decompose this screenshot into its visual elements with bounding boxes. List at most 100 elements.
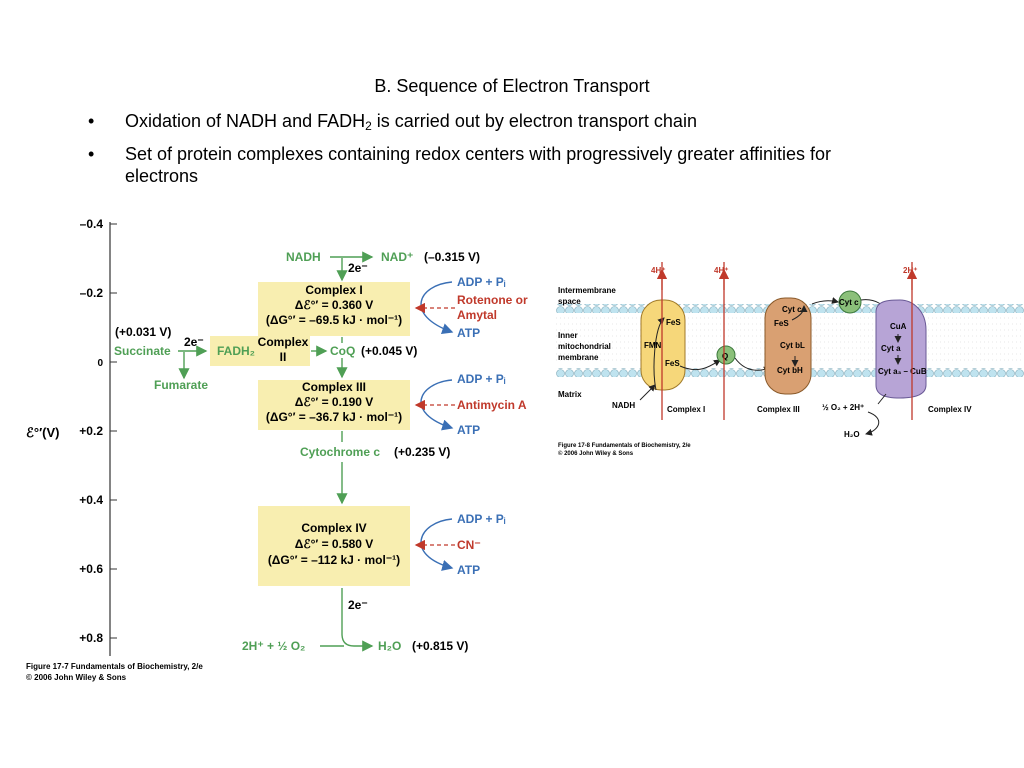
figure-copyright: © 2006 John Wiley & Sons (26, 673, 127, 682)
complex-2-line1: Complex (258, 335, 309, 349)
water-potential: (+0.815 V) (412, 639, 468, 653)
complex-1-box (258, 282, 410, 336)
axis-tick-label: +0.2 (79, 424, 103, 438)
figure-caption: Figure 17-8 Fundamentals of Biochemistry… (558, 443, 691, 449)
amytal-label: Amytal (457, 308, 497, 322)
cu-a-label: CuA (890, 322, 907, 331)
inner-membrane-label: mitochondrial (558, 342, 611, 351)
figure-caption: Figure 17-7 Fundamentals of Biochemistry… (26, 662, 203, 671)
complex-2-line2: II (280, 350, 287, 364)
proton-label: 4H⁺ (651, 266, 665, 275)
atp-label: ATP (457, 563, 480, 577)
fes-label: FeS (665, 359, 680, 368)
axis-tick-label: –0.4 (80, 217, 104, 231)
cyt-bl-label: Cyt bL (780, 341, 805, 350)
two-electron-label: 2e⁻ (348, 598, 368, 612)
q-label: Q (722, 352, 728, 361)
coq-label: CoQ (330, 344, 355, 358)
fes-label: FeS (666, 318, 681, 327)
cytochrome-c-label: Cytochrome c (300, 445, 380, 459)
nadh-label: NADH (286, 250, 321, 264)
antimycin-label: Antimycin A (457, 398, 527, 412)
ubiquinone-circle (716, 345, 736, 365)
nad-potential: (–0.315 V) (424, 250, 480, 264)
bullet-item: • Set of protein complexes containing re… (88, 143, 908, 187)
atp-arc-1 (420, 281, 454, 334)
succinate-label: Succinate (114, 344, 171, 358)
fadh2-label: FADH₂ (217, 344, 255, 358)
axis-tick-label: +0.4 (79, 493, 103, 507)
fmn-label: FMN (644, 341, 662, 350)
adp-pi-label: ADP + Pᵢ (457, 372, 506, 386)
axis-tick-label: +0.6 (79, 562, 103, 576)
complex-3-name: Complex III (302, 380, 366, 394)
cyt-a-label: Cyt a (881, 344, 901, 353)
water-label: H₂O (844, 430, 860, 439)
nad-label: NAD⁺ (381, 250, 413, 264)
complex-4-label: Complex IV (928, 405, 972, 414)
cyt-c1-label: Cyt c₁ (782, 305, 806, 314)
matrix-label: Matrix (558, 390, 582, 399)
complex-3-label: Complex III (757, 405, 800, 414)
complex-2-box (210, 336, 310, 366)
fes-label: FeS (774, 319, 789, 328)
axis-ticks: –0.4 –0.2 0 +0.2 +0.4 +0.6 +0.8 (79, 217, 117, 645)
complex-1-shape (640, 299, 686, 391)
succinate-potential: (+0.031 V) (115, 325, 171, 339)
bullet-marker: • (88, 111, 95, 131)
fumarate-label: Fumarate (154, 378, 208, 392)
oxygen-label: ½ O₂ + 2H⁺ (822, 403, 864, 412)
complex-3-dG: (ΔG°′ = –36.7 kJ · mol⁻¹) (266, 410, 402, 424)
proton-label: 2H⁺ (903, 266, 917, 275)
atp-arc-3 (420, 379, 454, 431)
axis-label: ℰ°′(V) (26, 425, 60, 440)
intermembrane-label: space (558, 297, 581, 306)
cyt-a3-cub-label: Cyt a₃ – CuB (878, 367, 927, 376)
adp-pi-label: ADP + Pᵢ (457, 512, 506, 526)
proton-label: 4H⁺ (714, 266, 728, 275)
axis-tick-label: +0.8 (79, 631, 103, 645)
redox-potential-figure: –0.4 –0.2 0 +0.2 +0.4 +0.6 +0.8 ℰ°′(V) N… (26, 217, 528, 682)
bullet-marker: • (88, 144, 95, 164)
complex-4-dE: Δℰ°′ = 0.580 V (295, 537, 374, 551)
water-label: H₂O (378, 639, 401, 653)
two-electron-label: 2e⁻ (348, 261, 368, 275)
complex-4-dG: (ΔG°′ = –112 kJ · mol⁻¹) (268, 553, 400, 567)
rotenone-label: Rotenone or (457, 293, 528, 307)
complex-1-label: Complex I (667, 405, 705, 414)
complex-1-dG: (ΔG°′ = –69.5 kJ · mol⁻¹) (266, 313, 402, 327)
oxygen-arrow (341, 588, 374, 652)
inner-membrane-label: Inner (558, 331, 578, 340)
bullet-text: Set of protein complexes containing redo… (125, 144, 832, 186)
complex-1-name: Complex I (305, 283, 362, 297)
cytochrome-c-circle (838, 290, 862, 314)
complex-4-shape (875, 299, 927, 399)
oxygen-label: 2H⁺ + ½ O₂ (242, 639, 305, 653)
adp-pi-label: ADP + Pᵢ (457, 275, 506, 289)
cyt-bh-label: Cyt bH (777, 366, 803, 375)
complex-4-box (258, 506, 410, 586)
cyt-c-label: Cyt c (839, 298, 859, 307)
bullet-list: • Oxidation of NADH and FADH2 is carried… (88, 110, 908, 193)
bullet-text: Oxidation of NADH and FADH2 is carried o… (125, 111, 697, 133)
atp-label: ATP (457, 423, 480, 437)
slide-title: B. Sequence of Electron Transport (374, 76, 650, 96)
axis-tick-label: 0 (97, 358, 103, 369)
complex-3-shape (764, 297, 812, 395)
complex-4-name: Complex IV (301, 521, 366, 535)
complex-3-dE: Δℰ°′ = 0.190 V (295, 395, 374, 409)
intermembrane-label: Intermembrane (558, 286, 616, 295)
inner-membrane-label: membrane (558, 353, 599, 362)
cyanide-label: CN⁻ (457, 538, 481, 552)
cytochrome-c-potential: (+0.235 V) (394, 445, 450, 459)
atp-arc-4 (420, 518, 454, 571)
two-electron-label: 2e⁻ (184, 335, 204, 349)
complex-3-box (258, 380, 410, 430)
coq-potential: (+0.045 V) (361, 344, 417, 358)
nadh-label: NADH (612, 401, 635, 410)
membrane-figure: Intermembrane space Inner mitochondrial … (556, 262, 1024, 457)
axis-tick-label: –0.2 (80, 286, 104, 300)
bullet-item: • Oxidation of NADH and FADH2 is carried… (88, 110, 908, 137)
figure-copyright: © 2006 John Wiley & Sons (558, 450, 634, 457)
